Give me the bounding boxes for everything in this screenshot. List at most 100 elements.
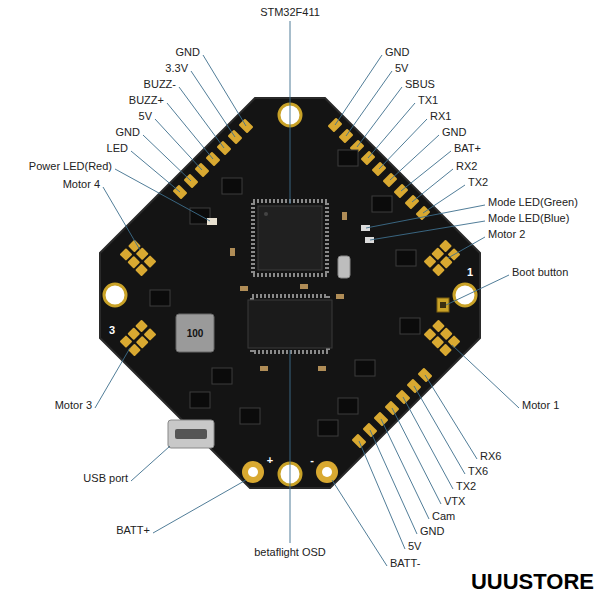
pin-label: GND bbox=[176, 46, 200, 59]
leader-line bbox=[191, 71, 235, 137]
leader-line bbox=[379, 119, 427, 169]
leader-line bbox=[167, 103, 213, 159]
motor-pad bbox=[432, 320, 445, 333]
mounting-hole bbox=[104, 284, 126, 306]
motor-pad bbox=[136, 336, 149, 349]
motor-pad bbox=[128, 240, 141, 253]
capacitor bbox=[342, 212, 347, 220]
pin-label: 3.3V bbox=[165, 62, 188, 75]
battery-pad-hole bbox=[322, 467, 332, 477]
mosfet bbox=[222, 178, 242, 194]
leader-line bbox=[335, 55, 382, 125]
battery-pad-hole bbox=[248, 467, 258, 477]
pin-label: 5V bbox=[139, 110, 152, 123]
pin-label: RX6 bbox=[480, 450, 501, 463]
capacitor bbox=[240, 286, 248, 291]
mosfet bbox=[240, 408, 260, 424]
pin-label: GND bbox=[442, 126, 466, 139]
leader-line bbox=[346, 71, 392, 136]
leader-line bbox=[95, 348, 130, 408]
battery-pad bbox=[242, 461, 264, 483]
silk-number: 1 bbox=[467, 266, 473, 279]
capacitor bbox=[230, 248, 235, 256]
leader-line bbox=[153, 480, 246, 533]
leader-line bbox=[423, 185, 465, 213]
part-marking: 100 bbox=[187, 327, 204, 340]
motor-pad bbox=[439, 240, 452, 253]
motor-pad bbox=[431, 336, 444, 349]
leader-line bbox=[203, 55, 246, 126]
capacitor bbox=[336, 294, 344, 299]
motor-pads bbox=[424, 320, 461, 357]
leader-line bbox=[366, 205, 485, 228]
mcu-chip bbox=[258, 206, 322, 270]
mosfet bbox=[150, 290, 170, 306]
motor-pads bbox=[120, 320, 157, 357]
silk-number: 3 bbox=[109, 324, 115, 337]
leader-line bbox=[143, 135, 191, 181]
pin-label: SBUS bbox=[405, 78, 435, 91]
inductor bbox=[176, 314, 214, 352]
pin-label: RX2 bbox=[456, 160, 477, 173]
pin-label: BUZZ+ bbox=[129, 94, 164, 107]
mosfet bbox=[190, 392, 210, 408]
leader-line bbox=[425, 375, 477, 459]
leader-line bbox=[401, 151, 451, 191]
motor-pads bbox=[424, 240, 461, 277]
usb-port bbox=[168, 420, 214, 448]
motor-pad bbox=[448, 335, 461, 348]
motor-label: Motor 4 bbox=[63, 178, 100, 191]
pin-label: BAT+ bbox=[454, 142, 481, 155]
part-label: Mode LED(Green) bbox=[488, 196, 578, 209]
pin-label: RX1 bbox=[430, 110, 451, 123]
pin-label: LED bbox=[107, 142, 128, 155]
leader-line bbox=[332, 480, 387, 566]
pin-label: BATT- bbox=[390, 557, 420, 570]
polarity-mark: + bbox=[267, 454, 273, 467]
power-led bbox=[207, 218, 217, 225]
motor-pad bbox=[135, 320, 148, 333]
leader-line bbox=[370, 221, 485, 240]
motor-pad bbox=[424, 255, 437, 268]
leader-line bbox=[414, 386, 465, 474]
pin-label: BATT+ bbox=[116, 524, 150, 537]
mounting-hole bbox=[454, 284, 476, 306]
leader-line bbox=[131, 446, 170, 481]
leader-line bbox=[179, 87, 224, 148]
mosfet bbox=[372, 196, 392, 212]
leader-line bbox=[357, 87, 402, 147]
part-label: Power LED(Red) bbox=[29, 160, 112, 173]
boot-button-cap bbox=[440, 302, 446, 308]
crystal bbox=[338, 256, 350, 278]
watermark: UUUSTORE bbox=[471, 569, 594, 595]
mode-led bbox=[361, 225, 370, 231]
leader-line bbox=[131, 151, 180, 192]
leader-line bbox=[392, 408, 441, 504]
pin-label: 5V bbox=[408, 540, 421, 553]
capacitor bbox=[318, 366, 326, 371]
leader-line bbox=[368, 103, 415, 158]
boot-button bbox=[437, 298, 449, 312]
leader-line bbox=[155, 119, 202, 170]
pin-label: GND bbox=[385, 46, 409, 59]
motor-pad bbox=[431, 247, 444, 260]
chip-label: STM32F411 bbox=[260, 6, 320, 19]
polarity-mark: - bbox=[310, 454, 314, 467]
esc-chip bbox=[248, 300, 332, 348]
leader-line bbox=[448, 237, 485, 258]
chip-pins bbox=[253, 201, 327, 275]
leader-line bbox=[390, 135, 439, 180]
motor-pad bbox=[127, 327, 140, 340]
leader-line bbox=[452, 345, 519, 408]
pin-label: Cam bbox=[432, 510, 455, 523]
part-label: Boot button bbox=[512, 266, 568, 279]
motor-pads bbox=[120, 240, 157, 277]
motor-pad bbox=[136, 247, 149, 260]
mosfet bbox=[318, 420, 338, 436]
motor-pad bbox=[120, 248, 133, 261]
motor-pad bbox=[127, 256, 140, 269]
mosfet bbox=[355, 360, 375, 376]
leader-line bbox=[403, 397, 453, 489]
